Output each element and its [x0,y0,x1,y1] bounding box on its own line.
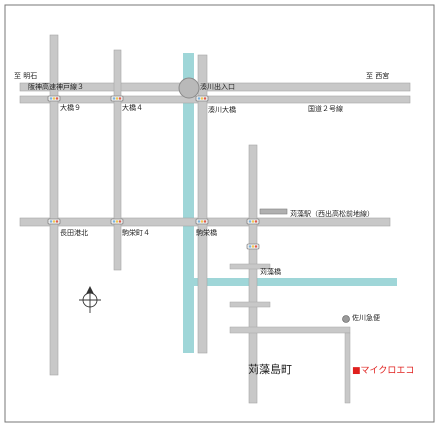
label-karumojima: 苅藻島町 [248,363,292,376]
label-nagata-minamikita: 長田港北 [60,229,88,237]
road-vertical-ohashi4 [113,49,122,271]
traffic-signal-icon [246,243,260,250]
label-sagawa: 佐川急便 [352,314,380,322]
label-micro-eco: ■マイクロエコ [352,366,415,376]
traffic-signal-icon [246,218,260,225]
label-komagabayashi4: 駒栄町４ [122,229,150,237]
north-compass-icon [79,285,101,313]
road-stub-2 [229,301,271,308]
label-ohashi4: 大橋４ [122,104,143,112]
label-karumo-station: 苅藻駅（西出高松前地線） [290,210,374,218]
location-dot-icon [342,315,350,323]
traffic-signal-icon [110,218,124,225]
hanshin-expressway-road [19,82,411,92]
traffic-signal-icon [195,95,209,102]
traffic-signal-icon [110,95,124,102]
label-karumo-bridge: 苅藻橋 [260,268,281,276]
label-to-akashi: 至 明石 [14,72,38,80]
road-vertical-ohashi9 [49,34,59,376]
traffic-signal-icon [47,95,61,102]
label-minatogawa-entrance: 湊川出入口 [200,83,235,91]
road-horizontal-sagawa [229,326,351,334]
river-branch [194,278,397,286]
label-ohashi9: 大橋９ [60,104,81,112]
road-vertical-minatogawa [197,54,208,354]
label-minatogawa-ohashi: 湊川大橋 [208,106,236,114]
traffic-signal-icon [47,218,61,225]
road-vertical-microeco [344,332,351,404]
station-rail-icon [259,208,288,215]
traffic-signal-icon [195,218,209,225]
route2-road [19,95,411,104]
label-to-nishinomiya: 至 西宮 [366,72,390,80]
interchange-circle-icon [178,77,200,99]
label-route2: 国道２号線 [308,105,343,113]
river-vertical [183,53,194,353]
label-komaei-bridge: 駒栄橋 [196,229,217,237]
road-vertical-karumo [248,144,258,404]
label-hanshin-route3: 阪神高速神戸線３ [28,83,84,91]
map-frame [4,4,435,423]
road-stub-1 [229,263,271,270]
